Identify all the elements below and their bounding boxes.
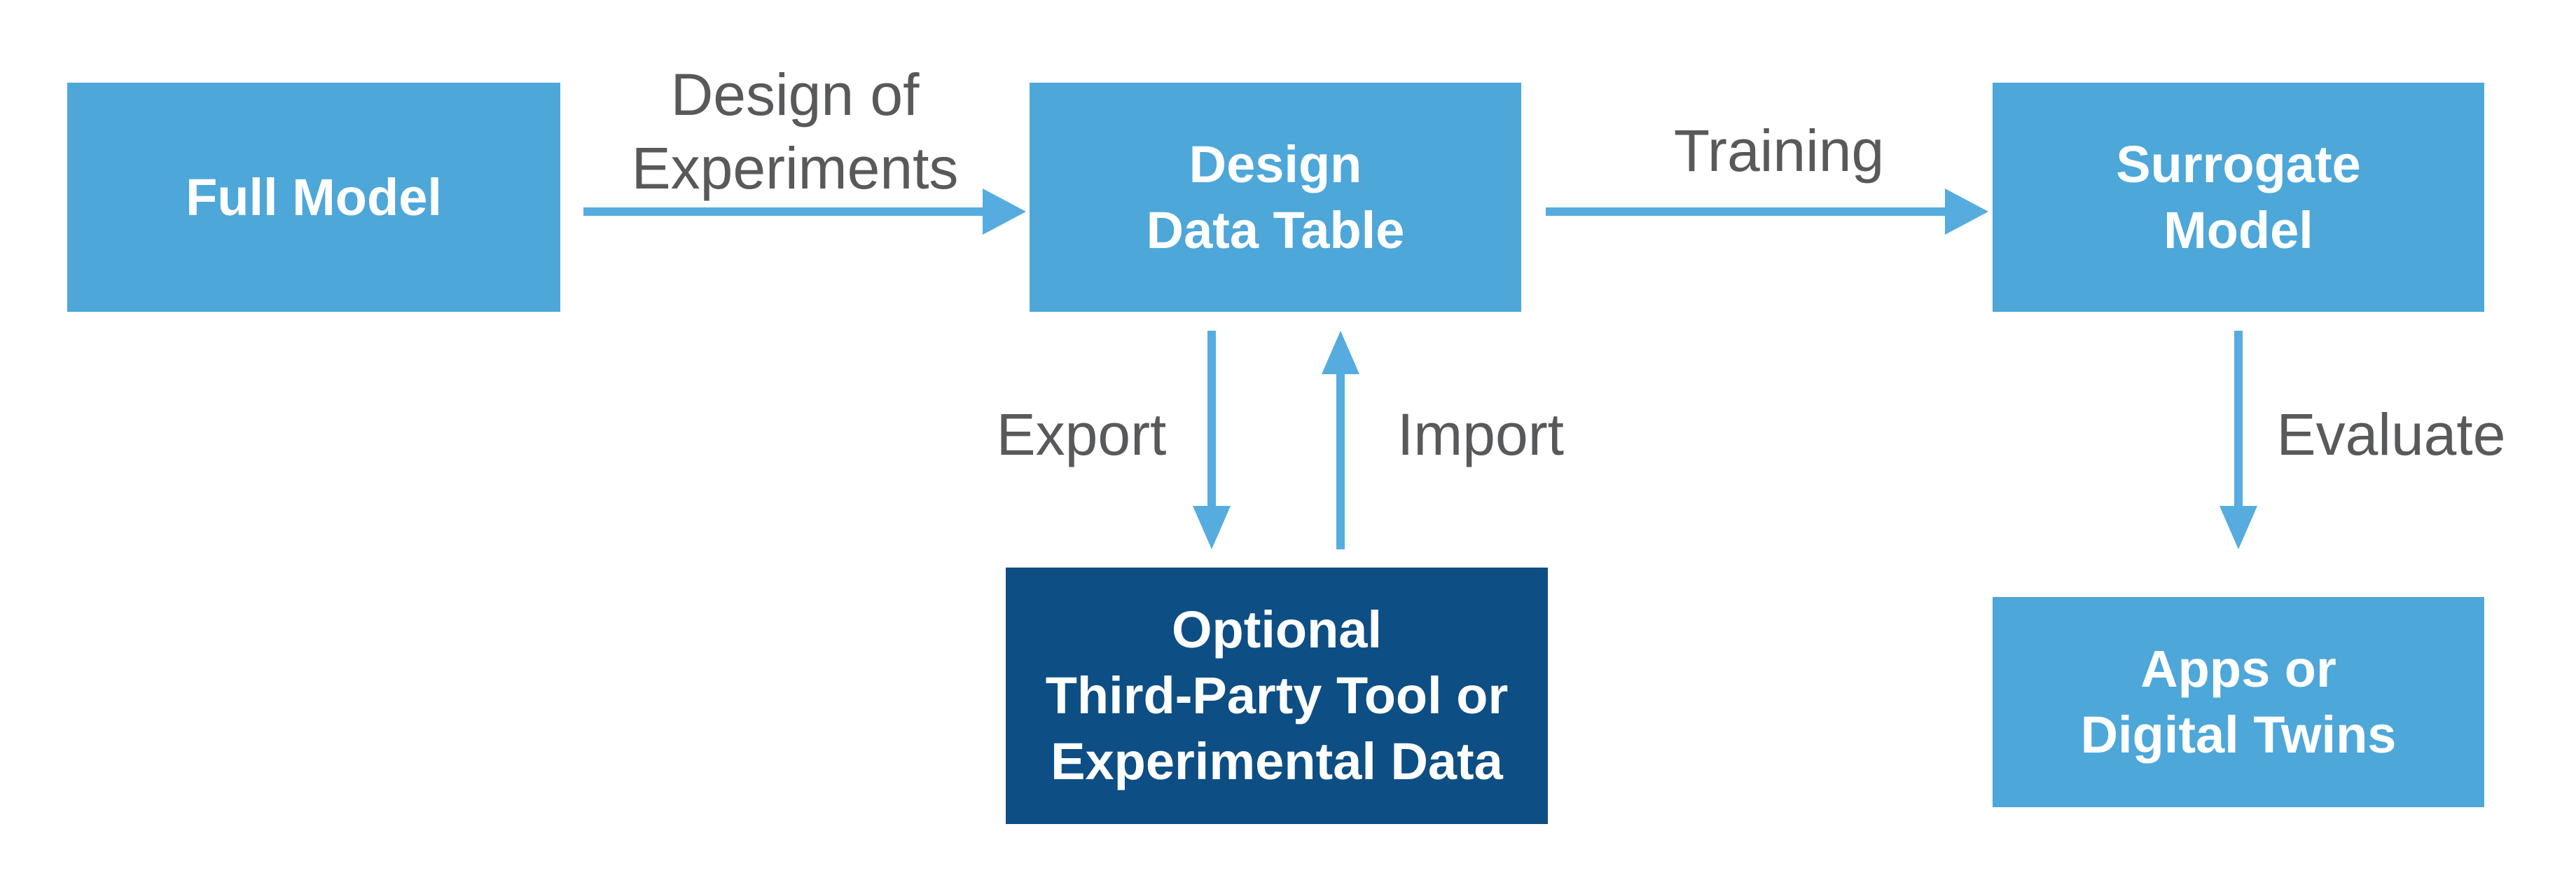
import-arrow-stem (1336, 374, 1345, 549)
apps-digital-twins-label: Apps or Digital Twins (2081, 636, 2397, 768)
third-party-tool-box: Optional Third-Party Tool or Experimenta… (1006, 568, 1548, 824)
import-edge-label: Import (1313, 398, 1649, 472)
full-model-label: Full Model (186, 165, 442, 231)
evaluate-edge-label-text: Evaluate (2276, 402, 2506, 467)
surrogate-model-label-line2: Model (2163, 200, 2313, 259)
export-arrow-stem (1207, 331, 1216, 506)
design-data-table-label-line1: Design (1189, 135, 1362, 193)
evaluate-edge-label: Evaluate (2223, 398, 2559, 472)
design-data-table-label-line2: Data Table (1146, 200, 1405, 259)
design-of-experiments-edge-label: Design of Experiments (627, 58, 963, 205)
third-party-tool-label: Optional Third-Party Tool or Experimenta… (1046, 597, 1509, 795)
design-data-table-box: Design Data Table (1030, 83, 1521, 312)
up-arrowhead-icon (1322, 331, 1359, 374)
surrogate-model-label-line1: Surrogate (2116, 135, 2361, 193)
third-party-tool-label-line2: Third-Party Tool or (1045, 666, 1509, 725)
surrogate-model-box: Surrogate Model (1993, 83, 2484, 312)
right-arrowhead-icon (983, 188, 1026, 235)
apps-digital-twins-label-line2: Digital Twins (2080, 706, 2397, 764)
full-model-label-text: Full Model (186, 167, 442, 226)
export-edge-label-text: Export (996, 402, 1167, 467)
third-party-tool-label-line3: Experimental Data (1051, 732, 1503, 790)
training-edge-label-text: Training (1673, 118, 1885, 184)
full-model-box: Full Model (67, 83, 560, 312)
design-data-table-label: Design Data Table (1147, 132, 1405, 263)
down-arrowhead-icon (2220, 506, 2257, 549)
surrogate-model-label: Surrogate Model (2116, 132, 2361, 263)
design-of-experiments-arrow-stem (583, 207, 983, 216)
design-of-experiments-edge-label-line1: Design of (670, 62, 920, 128)
third-party-tool-label-line1: Optional (1171, 601, 1383, 659)
apps-digital-twins-box: Apps or Digital Twins (1993, 597, 2484, 807)
training-arrow-stem (1546, 207, 1945, 216)
apps-digital-twins-label-line1: Apps or (2140, 640, 2336, 698)
right-arrowhead-icon (1945, 188, 1988, 235)
evaluate-arrow-stem (2234, 331, 2243, 506)
export-edge-label: Export (913, 398, 1249, 472)
import-edge-label-text: Import (1397, 402, 1565, 467)
training-edge-label: Training (1611, 114, 1947, 188)
design-of-experiments-edge-label-line2: Experiments (631, 135, 959, 201)
down-arrowhead-icon (1193, 506, 1231, 549)
